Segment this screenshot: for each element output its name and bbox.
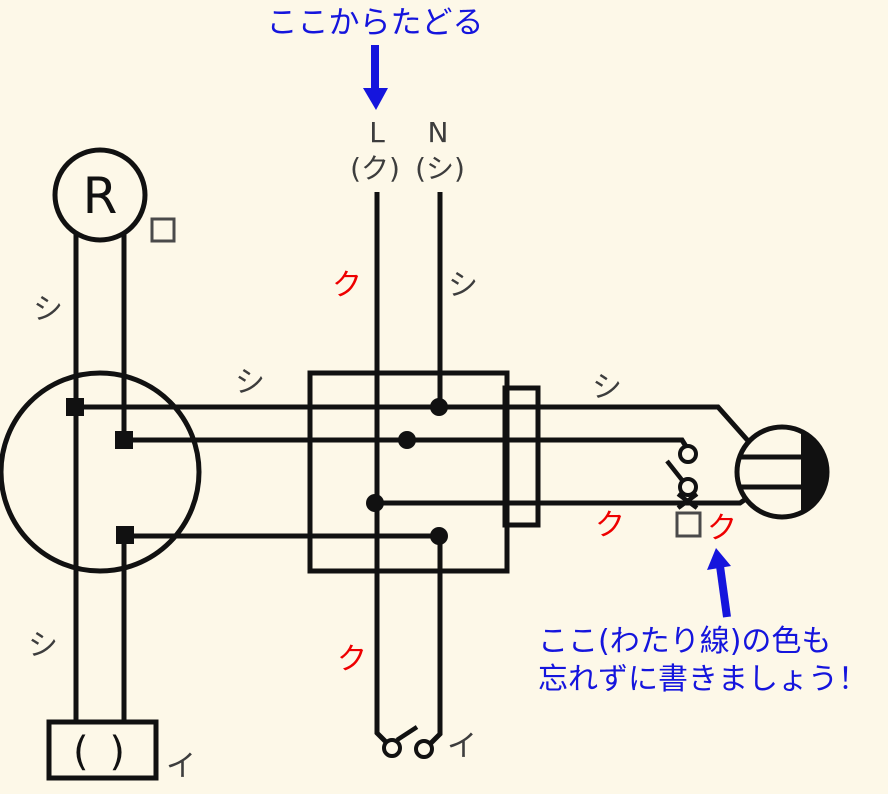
switch-i-contact-left xyxy=(382,738,402,758)
wire-source-line-trunk xyxy=(374,192,388,744)
ceiling-light-black-segment xyxy=(801,431,828,513)
receptacle-label-ro-square: ロ xyxy=(150,217,176,243)
source-n-color-label: (シ) xyxy=(415,152,465,185)
trace-start-note: ここからたどる xyxy=(267,5,484,41)
joint-square-neutral xyxy=(66,398,84,416)
wire-label-source-neutral: シ xyxy=(448,268,478,303)
wire-label-receptacle-top: シ xyxy=(33,292,63,327)
source-l-label: L xyxy=(369,116,385,149)
switch-label-ro-square: ロ xyxy=(675,511,702,538)
joint-dot-line xyxy=(366,494,384,512)
joint-dot-return xyxy=(398,431,416,449)
source-l-color-label: (ク) xyxy=(350,152,400,185)
joint-square-switch-i xyxy=(116,526,134,544)
wire-switch-i-riser xyxy=(429,536,443,745)
trace-down-arrow-icon xyxy=(363,45,388,110)
switch-label-i: イ xyxy=(447,729,477,764)
joint-dot-switch-i xyxy=(430,527,448,545)
switch-i-lever xyxy=(395,725,419,742)
outlet-box-rect xyxy=(307,370,510,574)
ceiling-light-chords xyxy=(740,454,801,490)
outlet-box-tab-rect xyxy=(502,385,541,528)
wire-label-joint-to-box: シ xyxy=(235,365,265,400)
switch-ro-jumper-cross xyxy=(676,492,699,510)
wire-label-switch-ro-jumper: ク xyxy=(707,511,737,546)
wire-label-source-line: ク xyxy=(332,268,362,303)
fluorescent-light-rect xyxy=(46,719,159,781)
wire-label-lamp-i-down: シ xyxy=(28,628,58,663)
fluorescent-light-text: ( ) xyxy=(73,729,129,775)
switch-ro-lever xyxy=(665,459,684,482)
switch-i-contact-right xyxy=(414,739,434,759)
switch-ro-contact-top xyxy=(678,444,698,464)
lamp-label-i: イ xyxy=(166,749,196,784)
wire-label-switch-ro-feed: ク xyxy=(595,508,625,543)
joint-square-return xyxy=(115,431,133,449)
receptacle-r-text: R xyxy=(83,167,118,225)
switch-ro-contact-bottom xyxy=(678,477,698,497)
jumper-color-note-line1: ここ(わたり線)の色も xyxy=(538,624,831,659)
junction-box-circle xyxy=(0,370,202,574)
joint-dot-neutral xyxy=(430,398,448,416)
jumper-color-note-line2: 忘れずに書きましょう！ xyxy=(538,662,868,697)
wire-label-box-to-lamp: シ xyxy=(592,370,622,405)
wire-neutral-bus xyxy=(75,404,752,445)
jumper-note-up-arrow-icon xyxy=(707,548,731,618)
source-n-label: N xyxy=(428,116,449,149)
wire-label-switch-i-drop: ク xyxy=(337,642,367,677)
lamp-receptacle-symbol xyxy=(52,147,148,243)
